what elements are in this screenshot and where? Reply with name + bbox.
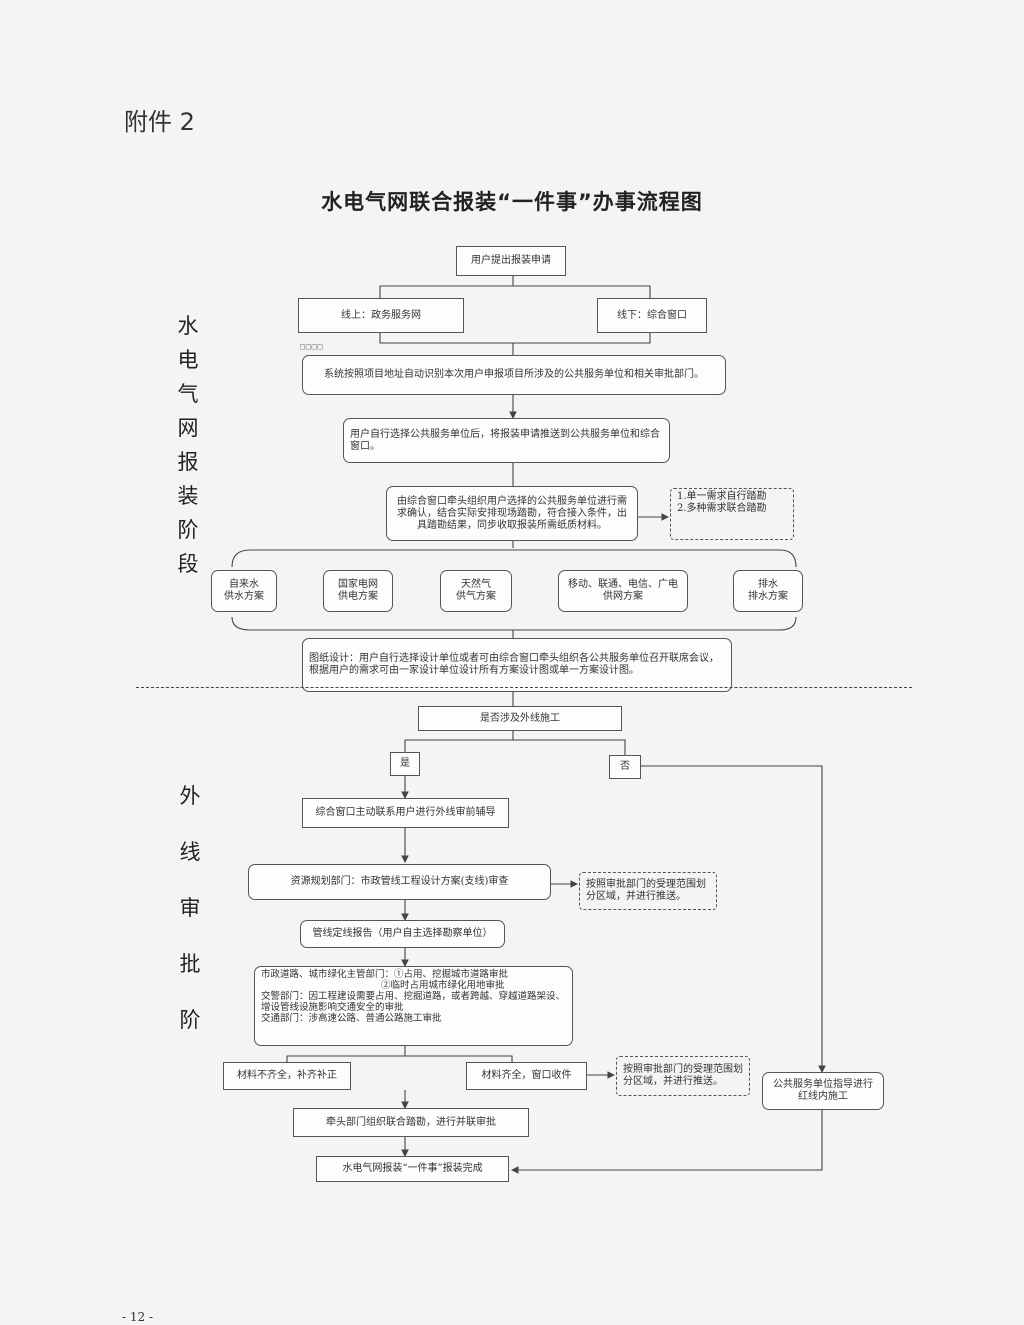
water-line: 自来水 [229,579,259,590]
stage2-char: 审 [179,896,201,920]
offline-box: 线下：综合窗口 [597,298,707,333]
stage1-char: 水 [177,314,199,338]
select-box: 用户自行选择公共服务单位后，将报装申请推送到公共服务单位和综合窗口。 [343,418,670,463]
stage1-char: 报 [177,450,199,474]
design-box: 图纸设计：用户自行选择设计单位或者可由综合窗口牵头组织各公共服务单位召开联席会议… [302,638,732,692]
confirm-box: 由综合窗口牵头组织用户选择的公共服务单位进行需求确认，结合实际安排现场踏勘，符合… [386,486,638,541]
public-guide-box: 公共服务单位指导进行红线内施工 [762,1072,884,1110]
municipal-line: 市政道路、城市绿化主管部门：①占用、挖掘城市道路审批 [261,969,509,980]
external-question-box: 是否涉及外线施工 [418,706,622,731]
municipal-box: 市政道路、城市绿化主管部门：①占用、挖掘城市道路审批 ②临时占用城市绿化用地审批… [254,966,573,1046]
drain-line: 排水 [758,579,778,590]
water-box: 自来水 供水方案 [211,570,277,612]
stage1-char: 段 [177,552,199,576]
gas-line: 供气方案 [456,591,496,602]
stage1-char: 阶 [177,518,199,542]
incomplete-box: 材料不齐全，补齐补正 [223,1062,351,1090]
stage2-char: 阶 [179,1008,201,1032]
no-box: 否 [609,755,641,779]
stage-separator [136,687,912,688]
survey-note-line: 1.单一需求自行踏勘 [677,491,767,502]
online-box: 线上：政务服务网 [298,298,464,333]
accept-note-box: 按照审批部门的受理范围划分区域，并进行推送。 [616,1056,750,1096]
municipal-line: 交通部门：涉高速公路、普通公路施工审批 [261,1013,442,1024]
stage1-char: 装 [177,484,199,508]
stage1-marker: □□□□ [300,342,324,351]
stage1-char: 电 [177,348,199,372]
planning-box: 资源规划部门：市政管线工程设计方案(支线)审查 [248,864,551,900]
yes-box: 是 [390,752,420,776]
gas-box: 天然气 供气方案 [440,570,512,612]
power-line: 供电方案 [338,591,378,602]
identify-box: 系统按照项目地址自动识别本次用户申报项目所涉及的公共服务单位和相关审批部门。 [302,355,726,395]
complete-box: 材料齐全，窗口收件 [466,1062,587,1090]
survey-note-box: 1.单一需求自行踏勘 2.多种需求联合踏勘 [670,488,794,540]
power-line: 国家电网 [338,579,378,590]
stage1-char: 气 [177,382,199,406]
report-box: 管线定线报告（用户自主选择勘察单位） [300,920,505,948]
telecom-line: 移动、联通、电信、广电 [568,579,678,590]
attachment-label: 附件 2 [124,108,195,136]
municipal-line: 交警部门：因工程建设需要占用、挖掘道路，或者跨越、穿越道路架设、增设管线设施影响… [261,991,566,1013]
drain-line: 排水方案 [748,591,788,602]
survey-note-line: 2.多种需求联合踏勘 [677,503,767,514]
telecom-line: 供网方案 [603,591,643,602]
stage2-char: 外 [179,784,201,808]
done-box: 水电气网报装“一件事”报装完成 [316,1156,509,1182]
stage1-char: 网 [177,416,199,440]
page-number: - 12 - [122,1310,154,1324]
joint-review-box: 牵头部门组织联合踏勘，进行并联审批 [293,1108,529,1137]
gas-line: 天然气 [461,579,491,590]
page-title: 水电气网联合报装“一件事”办事流程图 [321,190,703,214]
water-line: 供水方案 [224,591,264,602]
planning-note-box: 按照审批部门的受理范围划分区域，并进行推送。 [579,872,717,910]
municipal-line: ②临时占用城市绿化用地审批 [381,980,505,991]
apply-box: 用户提出报装申请 [456,246,566,276]
drain-box: 排水 排水方案 [733,570,803,612]
stage2-char: 批 [179,952,201,976]
power-box: 国家电网 供电方案 [323,570,393,612]
contact-box: 综合窗口主动联系用户进行外线审前辅导 [302,798,509,828]
stage2-char: 线 [179,840,201,864]
telecom-box: 移动、联通、电信、广电 供网方案 [558,570,688,612]
